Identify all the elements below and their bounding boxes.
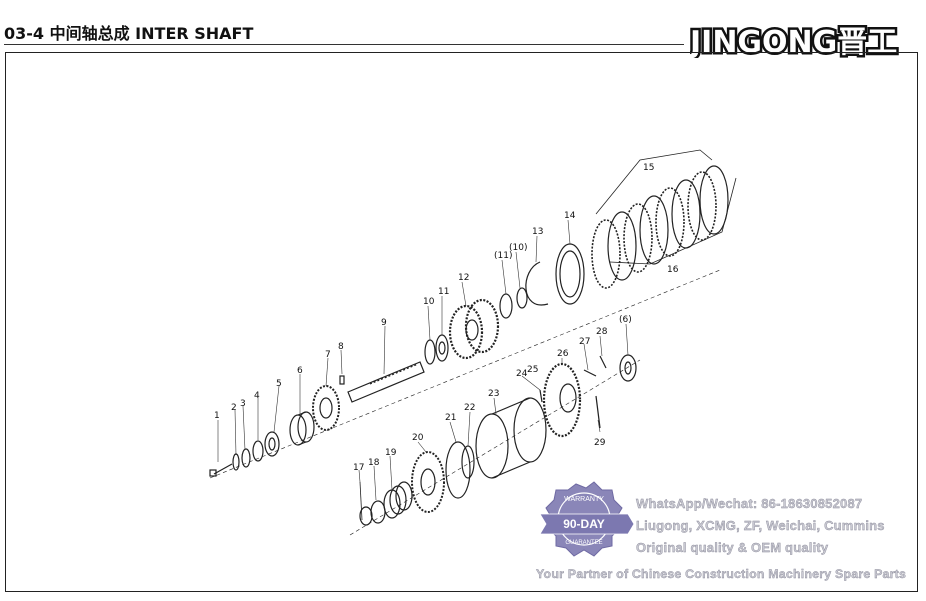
warranty-badge: WARRANTY 90-DAY GUARANTEE [539,481,635,557]
part-8-key [339,375,345,385]
part-15-16-disc-stack [591,149,737,289]
part-28-pin [599,355,607,369]
label-part-25: 25 [527,365,538,375]
brand-logo: JINGONG晋工 [686,22,908,63]
label-part-27: 27 [579,337,590,347]
label-part-9: 9 [381,318,387,328]
diagram-frame [5,52,918,592]
badge-bottom-text: GUARANTEE [565,540,602,546]
part-5-bearing [264,431,280,457]
badge-top-text: WARRANTY [564,496,604,503]
watermark-quality: Original quality & OEM quality [636,540,829,555]
label-part-22: 22 [464,403,475,413]
part-4-ring [252,440,264,462]
label-part-2: 2 [231,403,237,413]
label-part-6: 6 [297,366,303,376]
page-title: 03-4 中间轴总成 INTER SHAFT [4,24,254,43]
part-20-gear [411,451,445,513]
logo-text: JINGONG晋工 [690,25,897,58]
badge-center-text: 90-DAY [563,517,605,531]
label-part-21: 21 [445,413,456,423]
part-18-ring [370,500,386,524]
part-6-bearing [289,411,315,446]
label-part-8: 8 [338,342,344,352]
leader-lines [217,219,629,501]
label-part-10: 10 [423,297,435,307]
label-part-6b: (6) [619,315,632,325]
part-11-bearing [435,334,449,362]
watermark-brands: Liugong, XCMG, ZF, Weichai, Cummins [636,518,885,533]
part-13-snap-ring [525,261,549,306]
part-19-spring [383,481,413,519]
part-10-snap-ring [424,339,436,365]
brand-logo-graphic: JINGONG晋工 [686,23,900,63]
part-9-shaft [347,361,425,403]
part-11b-bearing [499,293,513,319]
part-1-bolt [209,463,233,477]
part-24-pin [539,389,543,403]
part-22-ring [461,445,475,479]
label-part-19: 19 [385,448,397,458]
part-14-plate [555,243,585,305]
part-10b-ring [516,287,528,309]
part-21-ring [445,441,471,499]
part-6b-bearing [619,354,637,382]
label-part-26: 26 [557,349,569,359]
part-29-bolt [595,395,601,429]
part-26-gear [542,362,582,438]
part-7-gear [312,385,340,431]
label-part-16: 16 [667,265,679,275]
label-part-5: 5 [276,379,282,389]
label-part-23: 23 [488,389,499,399]
part-17-pin [359,481,363,521]
part-12-gear [448,298,500,360]
label-part-10b: (10) [509,243,527,253]
part-27-clip [583,369,597,377]
watermark-tagline: Your Partner of Chinese Construction Mac… [536,567,907,581]
label-part-20: 20 [412,433,424,443]
label-part-17: 17 [353,463,364,473]
label-part-11: 11 [438,287,449,297]
label-part-3: 3 [240,399,246,409]
label-part-12: 12 [458,273,469,283]
part-3-washer [241,448,251,468]
label-part-28: 28 [596,327,608,337]
label-part-15: 15 [643,163,654,173]
header-divider [4,44,684,45]
label-part-13: 13 [532,227,543,237]
label-part-29: 29 [594,438,606,448]
label-part-4: 4 [254,391,260,401]
label-part-7: 7 [325,350,331,360]
watermark-contact: WhatsApp/Wechat: 86-18630852087 [636,496,863,511]
label-part-14: 14 [564,211,576,221]
part-23-drum [475,397,547,479]
label-part-18: 18 [368,458,380,468]
label-part-24: 24 [516,369,528,379]
label-part-11b: (11) [494,251,512,261]
label-part-1: 1 [214,411,220,421]
